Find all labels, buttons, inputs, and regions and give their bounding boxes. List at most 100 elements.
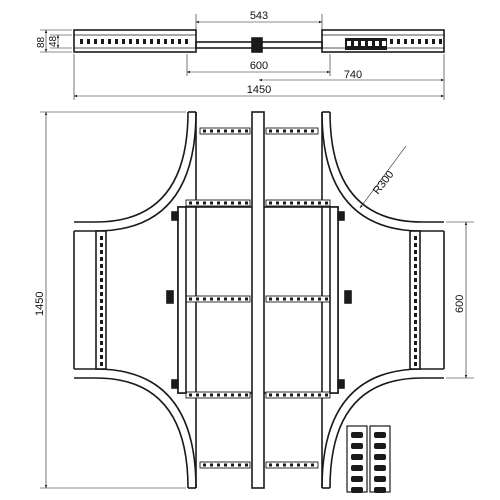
side-view-splice-plate: [345, 38, 387, 50]
perforation-hole: [414, 306, 417, 310]
plate-slot: [351, 487, 363, 493]
perforation-hole: [94, 39, 97, 44]
perforation-hole: [101, 39, 104, 44]
perforation-hole: [203, 297, 206, 301]
plate-slot: [351, 465, 363, 471]
perforation-hole: [269, 393, 272, 397]
perforation-hole: [100, 278, 103, 282]
perforation-hole: [432, 39, 435, 44]
perforation-hole: [100, 264, 103, 268]
perforation-hole: [136, 39, 139, 44]
perforation-hole: [375, 41, 379, 46]
perforation-hole: [100, 236, 103, 240]
perforation-hole: [224, 201, 227, 205]
perforation-hole: [414, 285, 417, 289]
side-view: [73, 29, 445, 53]
perforation-hole: [210, 463, 213, 467]
plate-slot: [374, 465, 386, 471]
dim-inner-span: 600: [250, 60, 268, 72]
perforation-hole: [414, 257, 417, 261]
plate-slot: [351, 432, 363, 438]
perforation-hole: [196, 393, 199, 397]
splice-plate-detail: [346, 425, 391, 493]
perforation-hole: [100, 327, 103, 331]
perforation-hole: [414, 313, 417, 317]
perforation-hole: [283, 201, 286, 205]
perforation-hole: [100, 355, 103, 359]
perforation-hole: [325, 201, 328, 205]
plate-slot: [374, 487, 386, 493]
center-bar: [251, 111, 265, 489]
perforation-hole: [297, 297, 300, 301]
perforation-hole: [390, 39, 393, 44]
perforation-hole: [217, 393, 220, 397]
perforation-hole: [283, 463, 286, 467]
perforation-hole: [414, 292, 417, 296]
perforation-hole: [100, 341, 103, 345]
perforation-hole: [290, 201, 293, 205]
perforation-hole: [304, 129, 307, 133]
perforation-hole: [325, 297, 328, 301]
perforation-hole: [245, 129, 248, 133]
perforation-hole: [231, 463, 234, 467]
perforation-hole: [414, 341, 417, 345]
perforation-hole: [269, 129, 272, 133]
curve-top-right: [329, 111, 444, 223]
perforation-hole: [108, 39, 111, 44]
plate-slot: [351, 443, 363, 449]
perforation-hole: [276, 129, 279, 133]
perforation-hole: [283, 393, 286, 397]
perforation-hole: [325, 393, 328, 397]
curve-bottom-right: [329, 377, 444, 489]
perforation-hole: [217, 463, 220, 467]
perforation-hole: [100, 243, 103, 247]
perforation-hole: [414, 348, 417, 352]
perforation-hole: [171, 39, 174, 44]
perforation-hole: [100, 250, 103, 254]
perforation-hole: [414, 299, 417, 303]
perforation-hole: [189, 201, 192, 205]
perforation-hole: [414, 250, 417, 254]
perforation-hole: [361, 41, 365, 46]
side-view-dimensions: 88 48 543 600 740 1450: [36, 10, 445, 100]
side-view-left-holes: [80, 39, 188, 44]
perforation-hole: [311, 463, 314, 467]
dim-center-gap: 543: [250, 10, 268, 22]
perforation-hole: [411, 39, 414, 44]
perforation-hole: [404, 39, 407, 44]
dim-arm-width: 600: [454, 295, 466, 313]
perforation-hole: [100, 306, 103, 310]
perforation-hole: [311, 393, 314, 397]
perforation-hole: [231, 129, 234, 133]
perforation-hole: [269, 297, 272, 301]
perforation-hole: [276, 393, 279, 397]
plate-slot: [374, 476, 386, 482]
plan-view: [73, 111, 445, 489]
perforation-hole: [122, 39, 125, 44]
perforation-hole: [189, 297, 192, 301]
perforation-hole: [189, 393, 192, 397]
curve-top-left: [74, 111, 189, 223]
perforation-hole: [283, 297, 286, 301]
side-view-left-rail: [73, 29, 197, 53]
perforation-hole: [115, 39, 118, 44]
perforation-hole: [290, 463, 293, 467]
perforation-hole: [203, 393, 206, 397]
perforation-hole: [238, 393, 241, 397]
perforation-hole: [100, 313, 103, 317]
perforation-hole: [397, 39, 400, 44]
perforation-hole: [425, 39, 428, 44]
dim-overall-height: 1450: [34, 292, 46, 316]
perforation-hole: [100, 292, 103, 296]
perforation-hole: [245, 201, 248, 205]
perforation-hole: [318, 297, 321, 301]
perforation-hole: [318, 201, 321, 205]
perforation-hole: [150, 39, 153, 44]
dim-bend-radius: R300: [371, 169, 397, 197]
dim-overall-length: 1450: [247, 84, 271, 96]
perforation-hole: [100, 348, 103, 352]
side-view-right-holes: [390, 39, 442, 44]
perforation-hole: [414, 264, 417, 268]
perforation-hole: [269, 463, 272, 467]
perforation-hole: [100, 320, 103, 324]
